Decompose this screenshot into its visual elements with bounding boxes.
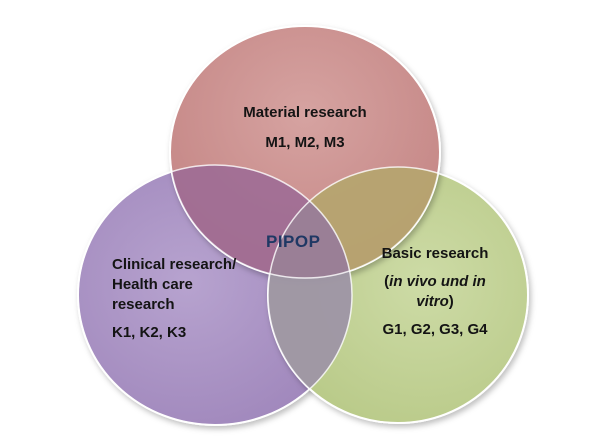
overlap-material-clinical xyxy=(170,165,352,278)
clinical-research-title-line2: Health care xyxy=(112,276,193,293)
clinical-research-title-line1: Clinical research/ xyxy=(112,256,237,273)
overlap-all-three xyxy=(268,167,352,278)
basic-research-sub-open: ( xyxy=(384,273,390,290)
overlap-regions xyxy=(77,25,529,426)
basic-research-sub-close: ) xyxy=(448,293,454,310)
center-label-pipop: PIPOP xyxy=(266,232,321,251)
basic-research-subtitle-line1: (in vivo und in xyxy=(365,272,505,292)
basic-research-sub-italic-2: vitro xyxy=(416,293,449,310)
clinical-research-label: Clinical research/ Health care research … xyxy=(112,255,272,343)
basic-research-codes: G1, G2, G3, G4 xyxy=(382,321,488,338)
material-research-title: Material research xyxy=(243,104,367,121)
basic-research-title: Basic research xyxy=(381,245,489,262)
material-research-codes: M1, M2, M3 xyxy=(265,134,345,151)
basic-research-label: Basic research (in vivo und in vitro) G1… xyxy=(365,244,505,340)
clinical-research-title-line3: research xyxy=(112,296,175,313)
clinical-research-codes: K1, K2, K3 xyxy=(112,324,187,341)
material-research-label: Material research M1, M2, M3 xyxy=(0,103,600,153)
basic-research-subtitle-line2: vitro) xyxy=(365,292,505,312)
basic-research-sub-italic-1: in vivo und in xyxy=(389,273,486,290)
